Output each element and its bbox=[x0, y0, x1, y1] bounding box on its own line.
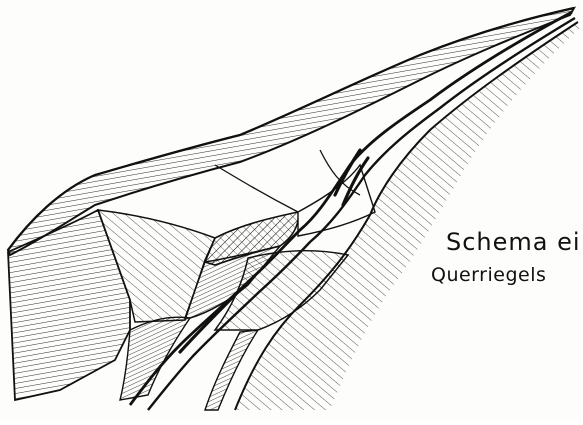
gorge-left-wall bbox=[120, 317, 190, 400]
caption-line-1: Schema ei bbox=[446, 228, 581, 256]
caption-line-2: Querriegels bbox=[431, 264, 546, 286]
